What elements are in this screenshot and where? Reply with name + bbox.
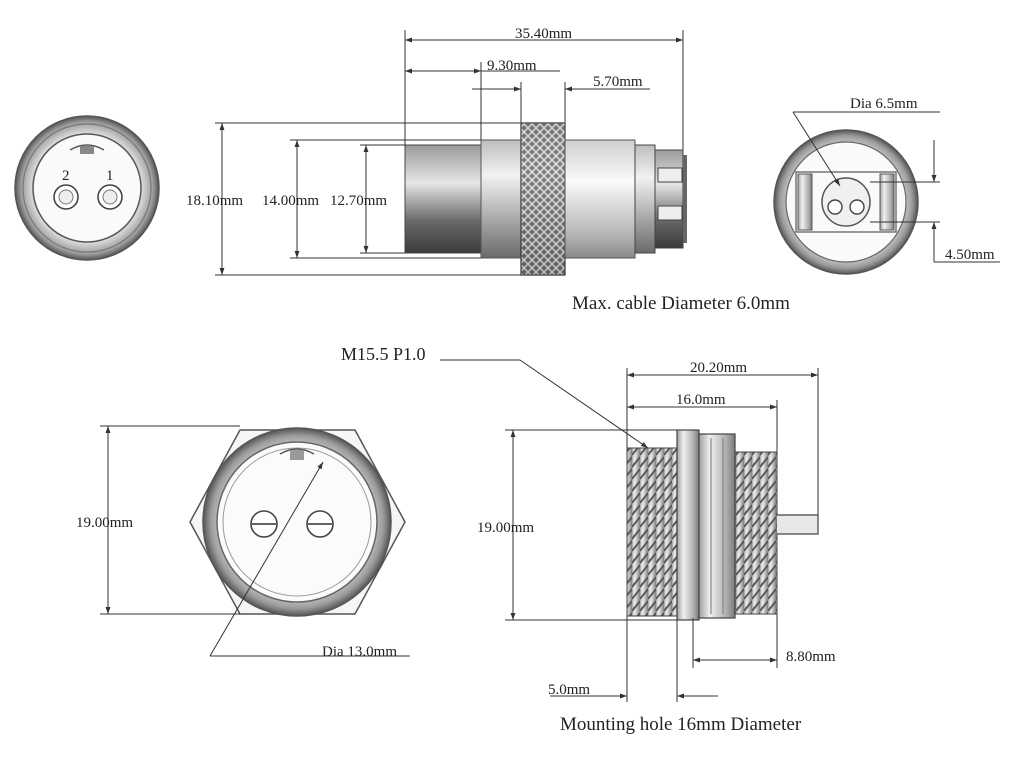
- dim-socket-thread-length: 16.0mm: [676, 392, 726, 408]
- plug-rear-view: [773, 129, 919, 275]
- dimension-lines: [100, 30, 1000, 702]
- dim-socket-length: 20.20mm: [690, 360, 747, 376]
- socket-front-view: [189, 427, 406, 617]
- note-mounting-hole: Mounting hole 16mm Diameter: [560, 714, 802, 735]
- dimension-labels: 35.40mm 9.30mm 5.70mm 18.10mm 14.00mm 12…: [76, 26, 995, 735]
- dim-plug-diameter-mid: 14.00mm: [262, 193, 319, 209]
- dim-thread-spec: M15.5 P1.0: [341, 344, 426, 364]
- dim-rear-slot: 4.50mm: [945, 247, 995, 263]
- dim-plug-diameter-outer: 18.10mm: [186, 193, 243, 209]
- socket-side-view: [626, 429, 819, 621]
- dim-rear-dia: Dia 6.5mm: [850, 96, 918, 112]
- dim-plug-diameter-inner: 12.70mm: [330, 193, 387, 209]
- svg-text:2: 2: [62, 168, 70, 184]
- dim-socket-height: 19.00mm: [477, 520, 534, 536]
- dim-face-dia: Dia 13.0mm: [322, 644, 397, 660]
- dim-nut-width: 5.70mm: [593, 74, 643, 90]
- svg-text:1: 1: [106, 168, 114, 184]
- dim-body-length: 9.30mm: [487, 58, 537, 74]
- note-max-cable-diameter: Max. cable Diameter 6.0mm: [572, 293, 790, 314]
- plug-front-view: 2 1: [14, 115, 160, 261]
- dim-rear-nut-offset: 8.80mm: [786, 649, 836, 665]
- dim-flange-height: 19.00mm: [76, 515, 133, 531]
- dim-front-offset: 5.0mm: [548, 682, 590, 698]
- plug-side-view: [404, 122, 687, 276]
- dim-overall-length: 35.40mm: [515, 26, 572, 42]
